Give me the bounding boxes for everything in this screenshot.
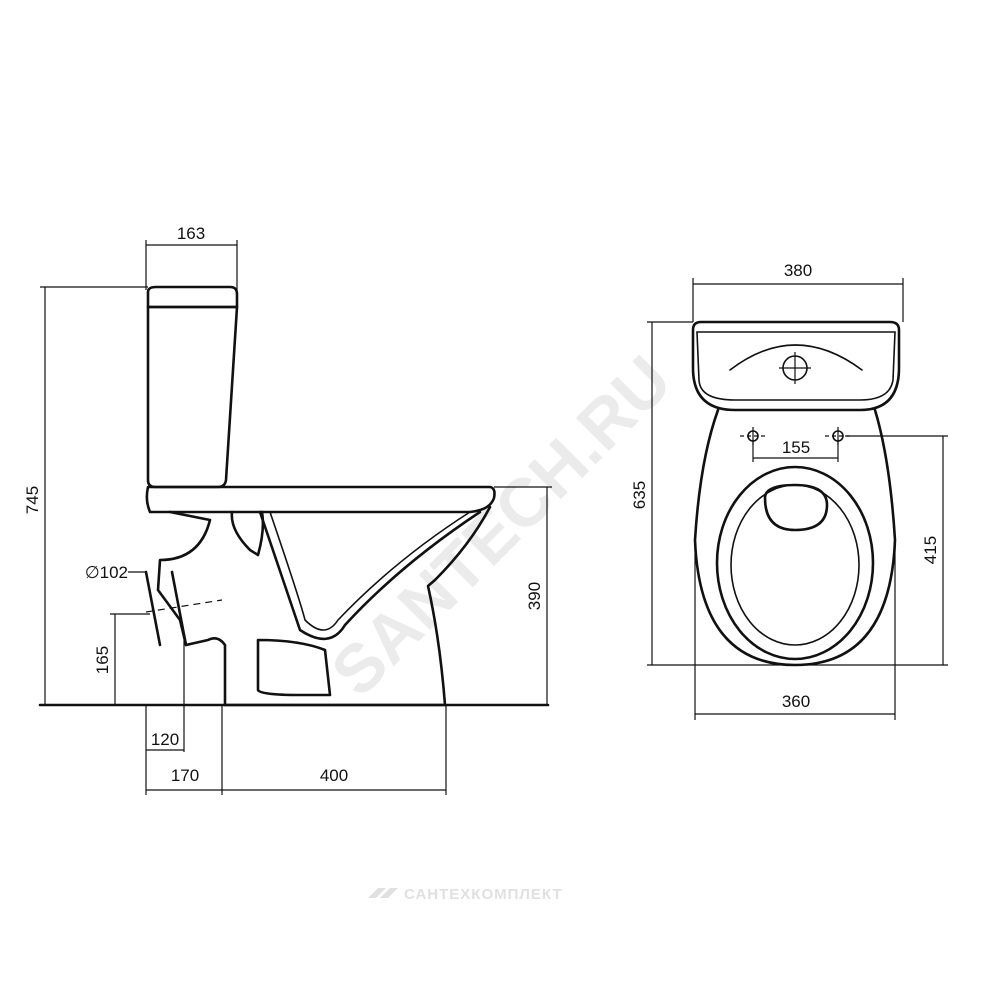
- tank-lid: [146, 285, 239, 309]
- tank-body: [146, 305, 239, 489]
- dim-bowl-width: 360: [782, 692, 810, 711]
- footer-logo: САНТЕХКОМПЛЕКТ: [368, 886, 563, 903]
- dim-bowl-height: 390: [525, 582, 544, 610]
- base-foot: [256, 638, 332, 697]
- dim-mount-spacing: 155: [782, 438, 810, 457]
- trap-channel: [258, 510, 482, 641]
- watermark-footer: САНТЕХКОМПЛЕКТ: [404, 886, 563, 903]
- top-view: [691, 320, 901, 667]
- watermark-diagonal: SANTECH.RU: [317, 342, 686, 711]
- top-dimensions: 380 635 155 415 360: [630, 261, 948, 720]
- dim-base-length: 400: [320, 766, 348, 785]
- dim-outlet-height: 165: [93, 646, 112, 674]
- drain-opening: [763, 483, 829, 532]
- side-view: [38, 285, 550, 707]
- tank-top: [691, 320, 901, 412]
- logo-mark-icon: [368, 888, 398, 898]
- dim-outlet-offset: 120: [151, 730, 179, 749]
- tank-top-inner: [696, 331, 896, 401]
- bowl-rim: [145, 485, 496, 514]
- dim-total-height: 745: [23, 486, 42, 514]
- trap-inner: [269, 511, 471, 631]
- outlet-pipe: [144, 570, 188, 647]
- dim-total-depth: 635: [630, 481, 649, 509]
- side-dimensions: 163 745 ∅102 165 120 170 400 390: [23, 224, 552, 795]
- flush-button-icon: [779, 352, 811, 384]
- seat-ring: [715, 465, 875, 661]
- inlet-neck: [230, 510, 265, 557]
- seat-inner: [730, 484, 860, 646]
- flush-arc: [729, 344, 863, 371]
- dim-mount-to-front: 415: [921, 536, 940, 564]
- watermark: SANTECH.RU САНТЕХКОМПЛЕКТ: [317, 342, 686, 903]
- dim-outlet-diameter: ∅102: [85, 563, 128, 582]
- outlet-axis: [145, 599, 223, 613]
- dim-outlet-distance: 170: [171, 766, 199, 785]
- dim-tank-depth: 163: [177, 224, 205, 243]
- dim-tank-width: 380: [784, 261, 812, 280]
